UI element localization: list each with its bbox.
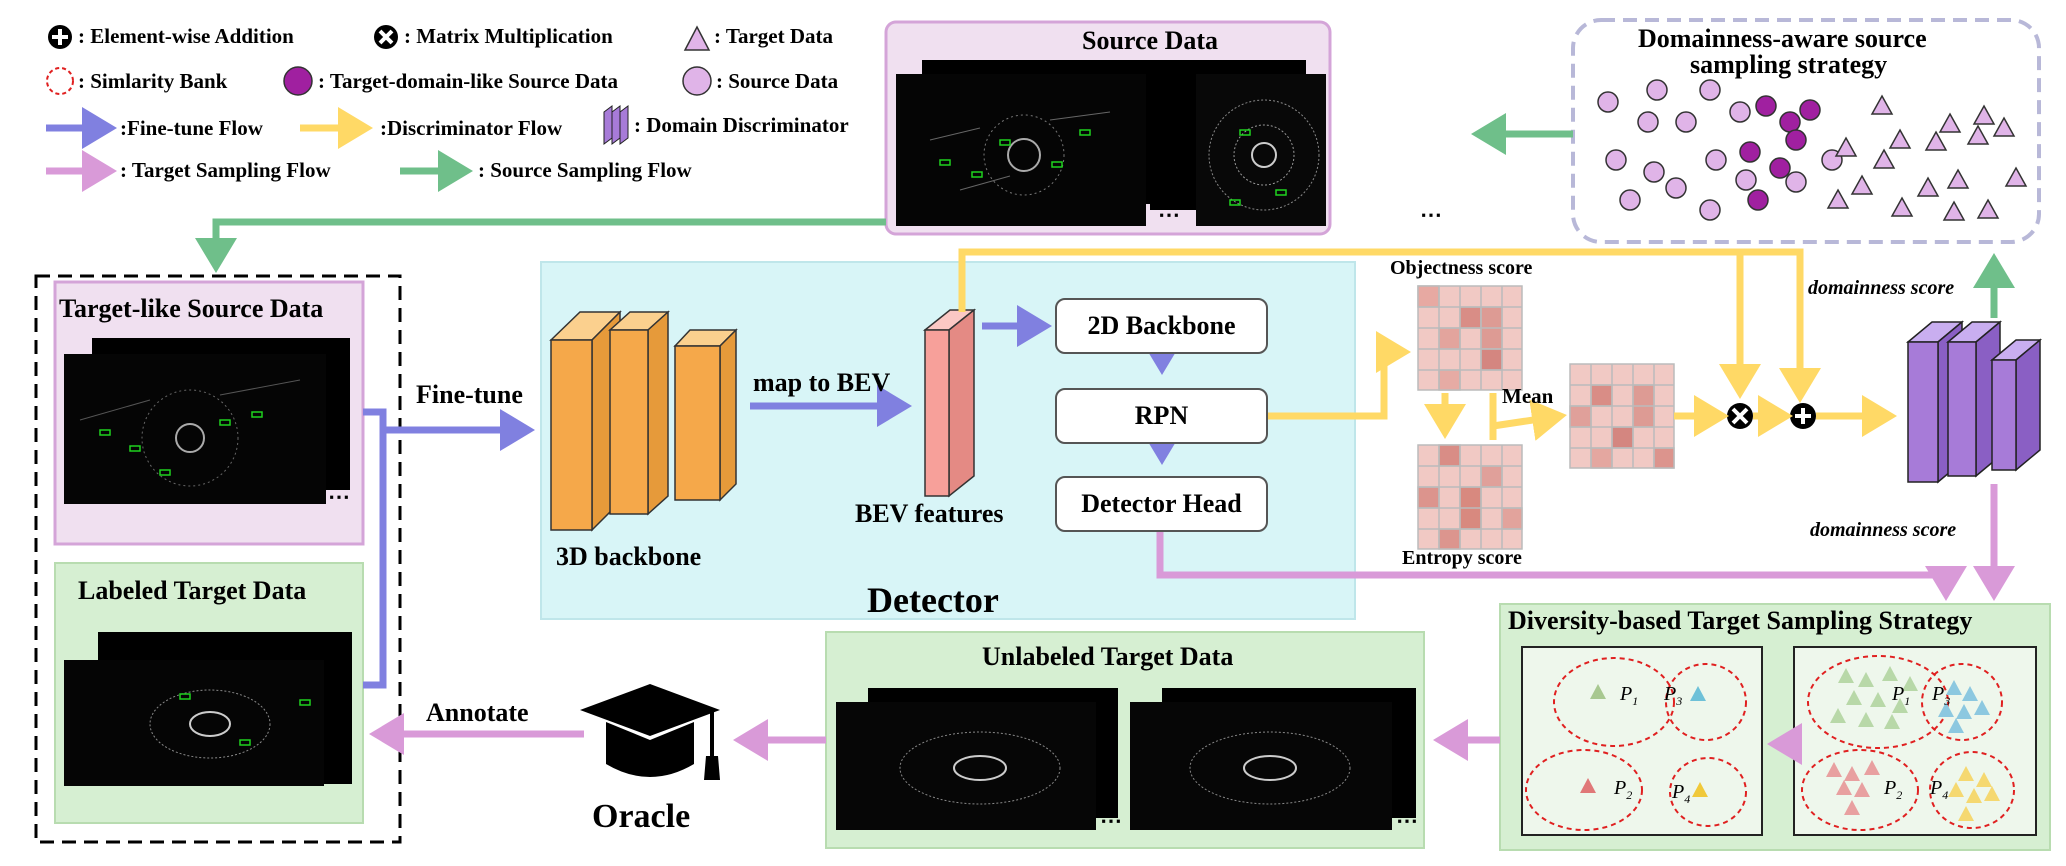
target-like-title: Target-like Source Data	[59, 294, 324, 323]
legend-symbols	[46, 25, 712, 192]
map-to-bev-label: map to BEV	[753, 368, 891, 397]
addition-operator	[1790, 403, 1816, 429]
matmul-symbol	[374, 25, 398, 49]
domainness-title-1: Domainness-aware source	[1638, 24, 1927, 53]
bev-feature-block	[922, 308, 977, 498]
backbone-3d-blocks	[549, 310, 738, 532]
more-indicator-source-2: ⋯	[1420, 202, 1442, 227]
objectness-label: Objectness score	[1390, 257, 1533, 279]
target-like-lidar-images	[64, 338, 350, 504]
mean-label: Mean	[1502, 384, 1554, 408]
target-like-source-symbol	[283, 66, 313, 96]
oracle-label: Oracle	[592, 798, 691, 835]
finetune-label: Fine-tune	[416, 380, 523, 409]
rpn-box: RPN	[1055, 388, 1268, 444]
domain-discriminator	[1905, 320, 2043, 484]
domainness-score-upper: domainness score	[1808, 277, 1955, 299]
labeled-target-title: Labeled Target Data	[78, 576, 307, 605]
legend-addition-label: : Element-wise Addition	[78, 24, 294, 48]
legend-target-label: : Target Data	[714, 24, 833, 48]
domainness-samples	[1597, 79, 2028, 221]
partition-p4-right: P4	[1930, 777, 1949, 802]
partition-p1-left: P1	[1620, 683, 1639, 708]
diversity-title: Diversity-based Target Sampling Strategy	[1508, 606, 1973, 635]
discriminator-flow	[958, 248, 1897, 441]
source-lidar-images	[896, 60, 1326, 226]
source-data-title: Source Data	[1082, 26, 1219, 55]
unlabeled-target-lidar-images	[836, 688, 1416, 830]
legend-matmul-label: : Matrix Multiplication	[404, 24, 613, 48]
annotate-label: Annotate	[426, 698, 529, 727]
addition-symbol	[48, 25, 72, 49]
unlabeled-target-title: Unlabeled Target Data	[982, 642, 1234, 671]
target-triangle-symbol	[683, 25, 711, 51]
source-data-symbol	[682, 66, 712, 96]
more-indicator-unlabeled-2: ⋯	[1396, 808, 1418, 833]
partition-p2-right: P2	[1884, 777, 1903, 802]
legend-source-flow-label: : Source Sampling Flow	[478, 158, 692, 182]
partition-p1-right: P1	[1892, 683, 1911, 708]
diversity-clusters	[1525, 655, 2015, 831]
target-sampling-flow	[369, 484, 2015, 765]
similarity-bank-symbol	[46, 67, 74, 95]
labeled-target-lidar-images	[64, 632, 352, 786]
detector-title: Detector	[867, 580, 999, 620]
legend-source-label: : Source Data	[716, 69, 839, 93]
partition-p2-left: P2	[1614, 777, 1633, 802]
legend-targetlike-label: : Target-domain-like Source Data	[318, 69, 619, 93]
finetune-flow	[363, 305, 1183, 689]
source-sampling-flow	[195, 113, 2015, 318]
selected-data-dashed-box	[34, 274, 402, 844]
legend-target-flow-label: : Target Sampling Flow	[120, 158, 331, 182]
backbone-3d-label: 3D backbone	[556, 542, 702, 571]
partition-p4-left: P4	[1672, 781, 1691, 806]
domain-discriminator-symbol	[603, 105, 629, 145]
more-indicator-unlabeled-1: ⋯	[1100, 808, 1122, 833]
partition-p3-right: P3	[1932, 683, 1951, 708]
detector-head-box: Detector Head	[1055, 476, 1268, 532]
more-indicator-labeled: ⋯	[328, 766, 350, 791]
more-indicator-source-1: ⋯	[1158, 202, 1180, 227]
oracle-graduation-cap-icon	[580, 684, 720, 780]
entropy-heatmap	[1417, 444, 1523, 550]
backbone-2d-box: 2D Backbone	[1055, 298, 1268, 354]
legend-finetune-label: :Fine-tune Flow	[120, 116, 263, 140]
domainness-score-lower: domainness score	[1810, 519, 1957, 541]
partition-p3-left: P3	[1664, 683, 1683, 708]
bev-features-label: BEV features	[855, 499, 1004, 528]
mean-heatmap	[1569, 363, 1675, 469]
matmul-operator	[1727, 403, 1753, 429]
entropy-label: Entropy score	[1402, 547, 1522, 569]
objectness-heatmap	[1417, 285, 1523, 391]
legend-bank-label: : Simlarity Bank	[78, 69, 228, 93]
domainness-title-2: sampling strategy	[1690, 50, 1888, 79]
legend-disc-flow-label: :Discriminator Flow	[380, 116, 563, 140]
diversity-subpanel-left	[1521, 646, 1763, 836]
legend-domain-disc-label: : Domain Discriminator	[634, 113, 849, 137]
more-indicator-target-like: ⋯	[328, 484, 350, 509]
